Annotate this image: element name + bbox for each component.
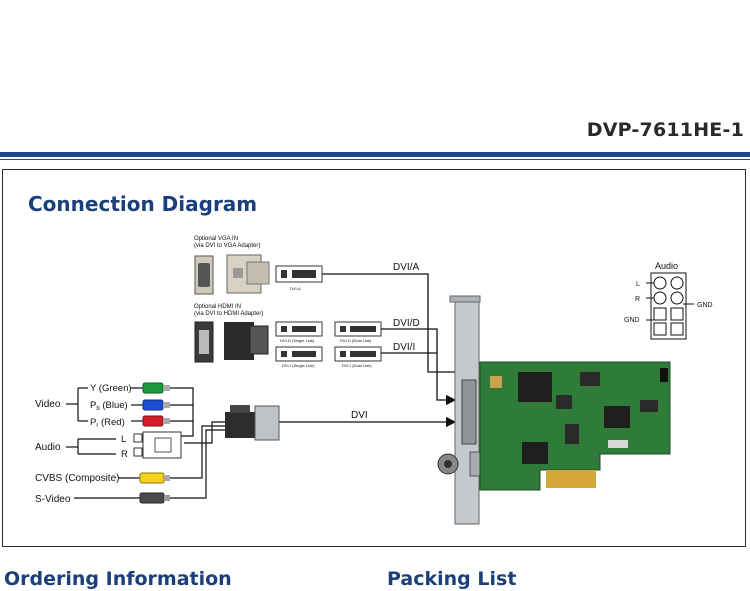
label-dvi-i: DVI/I [393, 342, 415, 353]
cable-lines [66, 387, 225, 499]
diagram-title: Connection Diagram [28, 192, 258, 216]
header-l: L [636, 281, 640, 288]
rca-red-connector [142, 415, 170, 427]
dvi-d-dual-pinout: DVI-D (Dual Link) [334, 321, 382, 343]
header-rule [0, 152, 750, 157]
hdmi-caption-1: Optional HDMI IN [194, 304, 241, 310]
hdmi-port [194, 321, 214, 363]
dvi-a-label-small: DVI-A [290, 286, 301, 291]
rca-green-connector [142, 382, 170, 394]
dvi-d-single-pinout: DVI-D (Single Link) [275, 321, 323, 343]
dvi-i-dual-pinout: DVI-I (Dual Link) [334, 346, 382, 368]
dvi-i-single-pinout: DVI-I (Single Link) [275, 346, 323, 368]
vga-caption-2: (via DVI to VGA Adapter) [194, 243, 260, 249]
hdmi-caption-2: (via DVI to HDMI Adapter) [194, 311, 263, 317]
rca-blue-connector [142, 399, 170, 411]
packing-list-heading: Packing List [387, 568, 517, 590]
header-gnd-left: GND [624, 317, 640, 324]
audio-pin-header [646, 272, 694, 340]
audio-connector [133, 431, 182, 459]
dvi-to-vga-adapter [226, 254, 270, 294]
dvi-i-single-label: DVI-I (Single Link) [282, 363, 315, 368]
capture-card-pcb [479, 361, 671, 491]
audio-label: Audio [35, 442, 61, 453]
label-dvi-d: DVI/D [393, 318, 420, 329]
header-r: R [635, 296, 640, 303]
video-label: Video [35, 399, 61, 410]
breakout-dvi-connector [225, 405, 280, 441]
label-dvi: DVI [351, 410, 368, 421]
pb-blue-label: Pb (Blue) [90, 400, 128, 412]
cvbs-yellow-connector [139, 472, 170, 484]
dvi-routing [279, 273, 457, 428]
dvi-d-single-label: DVI-D (Single Link) [280, 338, 315, 343]
dvi-d-dual-label: DVI-D (Dual Link) [340, 338, 372, 343]
dvi-to-hdmi-adapter [224, 322, 269, 360]
diagram-frame [2, 169, 746, 547]
audio-l-label: L [121, 434, 126, 445]
svideo-connector [139, 492, 170, 504]
vga-port [194, 255, 214, 295]
label-dvi-a: DVI/A [393, 262, 419, 273]
cvbs-label: CVBS (Composite) [35, 473, 119, 484]
dvi-i-dual-label: DVI-I (Dual Link) [342, 363, 372, 368]
header-audio-title: Audio [655, 261, 678, 271]
header-gnd-right: GND [697, 302, 713, 309]
header-rule-thin [0, 159, 750, 160]
vga-caption-1: Optional VGA IN [194, 236, 238, 242]
audio-r-label: R [121, 449, 128, 460]
ordering-information-heading: Ordering Information [4, 568, 232, 590]
pr-red-label: Pr (Red) [90, 417, 125, 429]
y-green-label: Y (Green) [90, 383, 132, 394]
dvi-a-pinout: DVI-A [275, 265, 323, 291]
svideo-label: S-Video [35, 494, 71, 505]
model-number: DVP-7611HE-1 [586, 119, 744, 141]
